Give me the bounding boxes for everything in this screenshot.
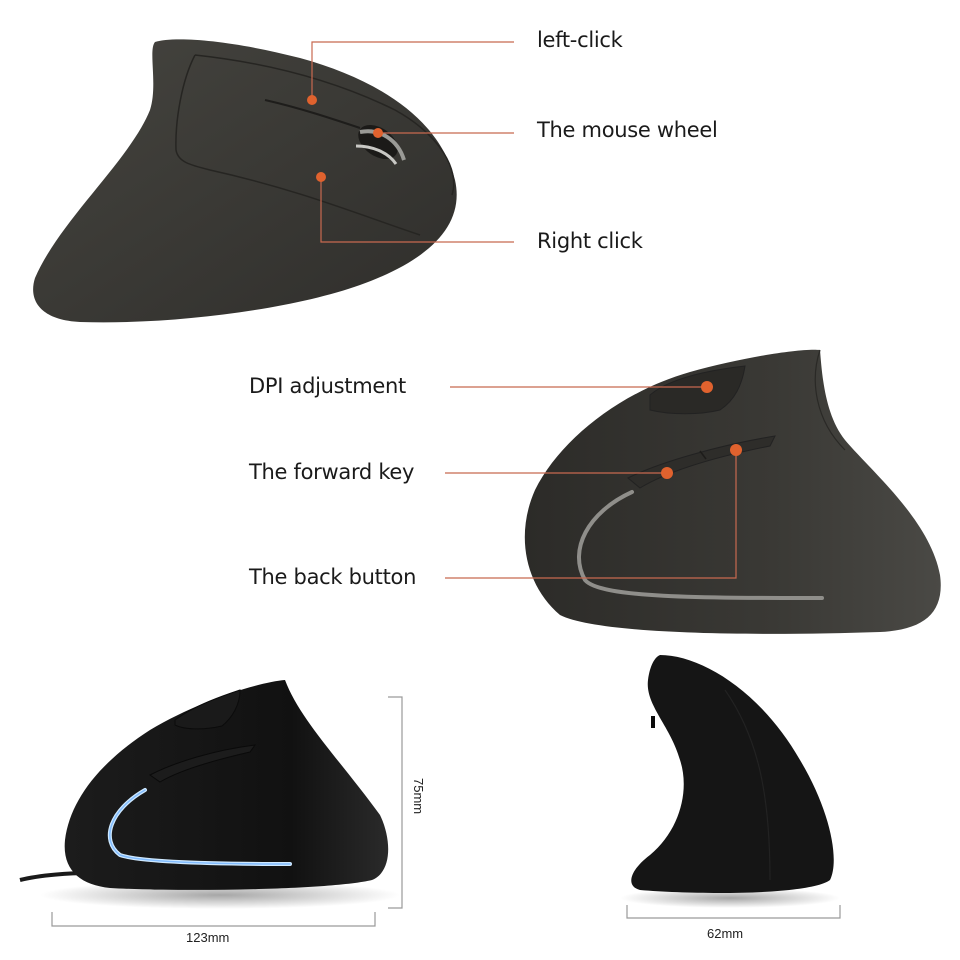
callout-dots-top	[307, 95, 383, 182]
mouse-width-view	[620, 655, 840, 908]
label-right-click: Right click	[537, 229, 643, 253]
dimension-height: 75mm	[411, 778, 426, 815]
callout-dots-side	[661, 381, 742, 479]
dimension-lines	[51, 696, 841, 927]
label-forward-key: The forward key	[249, 460, 415, 484]
dimension-width: 62mm	[707, 926, 744, 941]
label-dpi-adjustment: DPI adjustment	[249, 374, 406, 398]
label-left-click: left-click	[537, 28, 623, 52]
callout-lines-top	[311, 41, 514, 243]
callout-lines-side	[445, 386, 737, 579]
mouse-top-view	[33, 39, 457, 323]
mouse-length-view	[19, 680, 400, 909]
label-mouse-wheel: The mouse wheel	[537, 118, 718, 142]
mouse-side-view	[524, 349, 941, 634]
label-back-button: The back button	[249, 565, 417, 589]
dimension-length: 123mm	[186, 930, 230, 945]
